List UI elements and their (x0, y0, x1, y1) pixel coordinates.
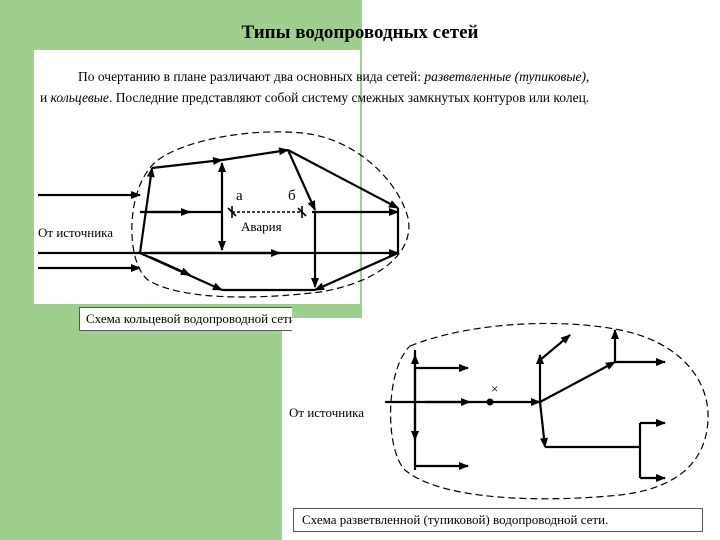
intro-text-1: По очертанию в плане различают два основ… (78, 69, 425, 84)
branched-pipe-down (538, 401, 548, 448)
ring-service-area-outline (131, 131, 410, 298)
ring-arrow-bottom (149, 255, 191, 277)
ring-label-a: а (236, 188, 243, 204)
branched-pipe-right-up (539, 361, 616, 403)
branched-source-label: От источника (287, 405, 367, 421)
branched-term: разветвленные (тупиковые) (424, 69, 587, 84)
ring-label-b: б (288, 188, 296, 204)
ring-pipe-top-left (138, 167, 155, 254)
intro-paragraph: По очертанию в плане различают два основ… (40, 66, 705, 108)
branched-scheme-caption: Схема разветвленной (тупиковой) водопров… (293, 508, 703, 532)
branched-pipe-up-diag (539, 334, 571, 361)
ring-pipe-top-2 (221, 147, 289, 162)
ring-network-diagram (38, 131, 410, 298)
ring-pipe-top-3 (286, 149, 317, 211)
ring-pipe-top-right (287, 149, 399, 209)
branched-break-point (486, 398, 494, 406)
branched-scheme-panel (282, 318, 720, 540)
ring-accident-label: Авария (241, 219, 282, 234)
page-title: Типы водопроводных сетей (241, 22, 479, 43)
intro-text-2: , (586, 69, 590, 84)
branched-break-mark: × (491, 381, 499, 396)
ring-pipe-bottom-right (314, 251, 399, 292)
ring-pipe-top-1 (151, 157, 223, 170)
intro-text-3: и (40, 90, 51, 105)
branched-service-area-outline (390, 322, 709, 500)
branched-network-diagram (385, 322, 709, 500)
ring-term: кольцевые (50, 90, 109, 105)
ring-source-label: От источника (36, 225, 116, 241)
ring-scheme-caption: Схема кольцевой водопроводной сети. (79, 307, 292, 331)
intro-text-4: . Последние представляют собой систему с… (108, 90, 590, 105)
ring-scheme-panel (34, 50, 360, 304)
